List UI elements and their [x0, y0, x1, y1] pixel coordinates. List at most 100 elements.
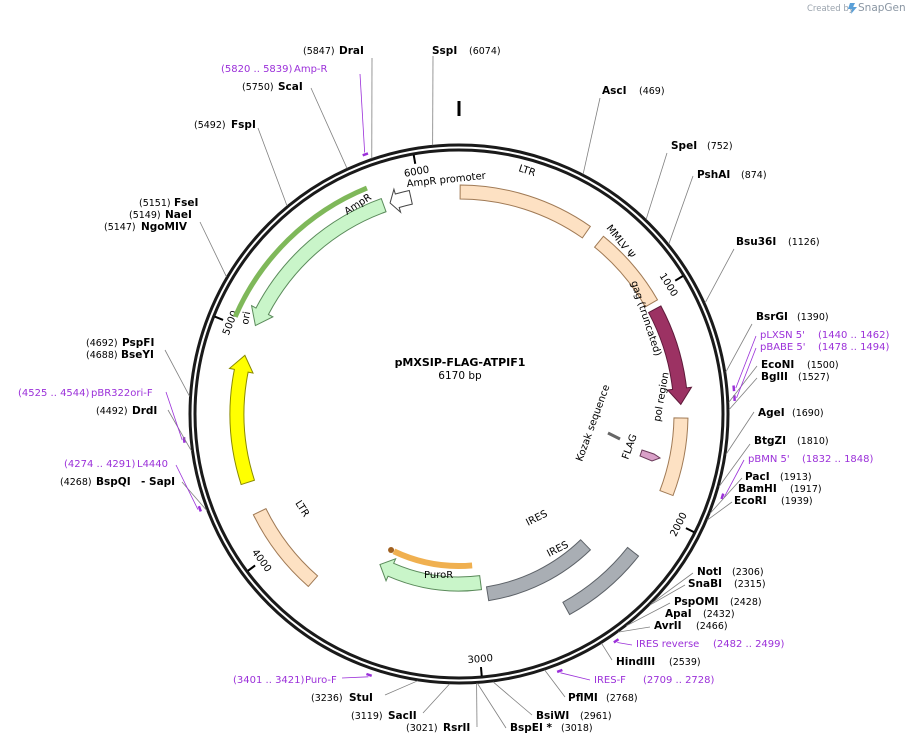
leader-line	[492, 681, 533, 716]
enzyme-name: EcoRI	[734, 495, 767, 507]
enzyme-drdi[interactable]: (4492) DrdI	[96, 405, 157, 417]
flag-label: FLAG	[620, 433, 639, 461]
enzyme-pos: (2315)	[734, 579, 766, 590]
leader-line	[310, 87, 348, 169]
primer-range: (5820 .. 5839)	[221, 64, 293, 75]
primer-marks-layer	[182, 152, 736, 678]
enzyme-name: EcoNI	[761, 359, 794, 371]
enzyme-pos: (5151)	[139, 198, 171, 209]
feature-arc-puror[interactable]	[379, 557, 483, 592]
kozak-mark	[607, 431, 621, 441]
tick-label: 1000	[657, 271, 680, 298]
primer-ires-reverse[interactable]: IRES reverse (2482 .. 2499)	[636, 639, 785, 650]
feature-arc-ampr-promoter[interactable]	[389, 187, 413, 214]
enzyme-btgzi[interactable]: BtgZI (1810)	[754, 435, 829, 447]
enzyme-pshai[interactable]: PshAI (874)	[697, 169, 767, 181]
primer-range: (1832 .. 1848)	[802, 454, 874, 465]
enzyme-pos: (3236)	[311, 693, 343, 704]
feature-arc-pol-region[interactable]	[659, 417, 689, 497]
enzyme-name: HindIII	[616, 656, 655, 668]
enzyme-name: BsrGI	[756, 311, 788, 323]
enzyme-pos: (4268)	[60, 477, 92, 488]
primer-mark	[362, 152, 369, 157]
enzyme-drai[interactable]: (5847) DraI	[303, 45, 364, 57]
primer-ires-f[interactable]: IRES-F (2709 .. 2728)	[594, 675, 715, 686]
enzyme-bsrgi[interactable]: BsrGI (1390)	[756, 311, 829, 323]
feature-arc-gag-truncated-[interactable]	[647, 305, 693, 406]
primer-l4440[interactable]: (4274 .. 4291) L4440	[64, 459, 168, 470]
enzyme-name: NgoMIV	[141, 221, 188, 233]
primer-puro-f[interactable]: (3401 .. 3421) Puro-F	[233, 675, 337, 686]
primer-leader-line	[723, 459, 745, 498]
tick-mark	[412, 154, 417, 164]
feature-arc-ori[interactable]	[228, 354, 256, 486]
enzyme-ecori[interactable]: EcoRI (1939)	[734, 495, 813, 507]
feature-arc-ltr[interactable]	[252, 507, 319, 588]
enzyme-bsu36i[interactable]: Bsu36I (1126)	[736, 236, 820, 248]
enzyme-bamhi[interactable]: BamHI (1917)	[738, 483, 822, 495]
enzyme-name: DrdI	[132, 405, 157, 417]
plasmid-size: 6170 bp	[438, 370, 482, 382]
enzyme-bseyi[interactable]: (4688) BseYI	[86, 349, 154, 361]
leader-line	[725, 411, 755, 455]
primer-pbabe[interactable]: pBABE 5' (1478 .. 1494)	[760, 342, 890, 353]
primer-amp-r[interactable]: (5820 .. 5839) Amp-R	[221, 64, 328, 75]
enzyme-spei[interactable]: SpeI (752)	[671, 140, 733, 152]
enzyme-apai[interactable]: ApaI (2432)	[665, 608, 735, 620]
primer-leader-line	[617, 642, 633, 646]
plasmid-name: pMXSIP-FLAG-ATPIF1	[395, 356, 526, 369]
enzyme-noti[interactable]: NotI (2306)	[697, 566, 764, 578]
enzyme-econi[interactable]: EcoNI (1500)	[761, 359, 839, 371]
feature-arc-ires[interactable]	[562, 546, 640, 616]
enzyme-pos: (5147)	[104, 222, 136, 233]
enzyme-bsiwi[interactable]: BsiWI (2961)	[536, 710, 612, 722]
enzyme-fsei[interactable]: (5151) FseI	[139, 197, 198, 209]
enzyme-sacii[interactable]: (3119) SacII	[351, 710, 417, 722]
enzyme-bspqi[interactable]: (4268) BspQI - SapI	[60, 476, 175, 488]
enzyme-stui[interactable]: (3236) StuI	[311, 692, 373, 704]
enzyme-pspomi[interactable]: PspOMI (2428)	[674, 596, 762, 608]
leader-line	[257, 127, 288, 206]
enzyme-pos: (4692)	[86, 338, 118, 349]
enzyme-fspi[interactable]: (5492) FspI	[194, 119, 256, 131]
enzyme-bspei[interactable]: BspEI * (3018)	[510, 722, 593, 734]
enzyme-ngomiv[interactable]: (5147) NgoMIV	[104, 221, 188, 233]
enzyme-asci[interactable]: AscI (469)	[602, 85, 665, 97]
primer-mark	[197, 505, 202, 512]
primer-range: (1440 .. 1462)	[818, 330, 890, 341]
leader-line	[728, 377, 758, 411]
enzyme-agei[interactable]: AgeI (1690)	[758, 407, 824, 419]
enzyme-pos: (469)	[639, 86, 665, 97]
enzyme-hindiii[interactable]: HindIII (2539)	[616, 656, 701, 668]
feature-arc-mmlv-[interactable]	[593, 235, 659, 308]
primer-pbr322ori-f[interactable]: (4525 .. 4544) pBR322ori-F	[18, 388, 153, 399]
primer-leader-line	[735, 335, 757, 389]
feature-arc-ires[interactable]	[485, 539, 592, 602]
primer-mark	[720, 493, 725, 500]
enzyme-scai[interactable]: (5750) ScaI	[242, 81, 303, 93]
puror-orf-band	[392, 548, 473, 569]
enzyme-sspi[interactable]: SspI (6074)	[432, 45, 501, 57]
enzyme-pflmi[interactable]: PflMI (2768)	[568, 692, 638, 704]
enzyme-name: AgeI	[758, 407, 785, 419]
enzyme-naei[interactable]: (5149) NaeI	[129, 209, 192, 221]
leader-line	[199, 221, 227, 277]
primer-pbmn[interactable]: pBMN 5' (1832 .. 1848)	[748, 454, 874, 465]
enzyme-avrii[interactable]: AvrII (2466)	[654, 620, 728, 632]
primer-plxsn[interactable]: pLXSN 5' (1440 .. 1462)	[760, 330, 890, 341]
feature-arc-ampr[interactable]	[250, 197, 387, 327]
feature-arc-ltr[interactable]	[459, 184, 592, 239]
feature-label-ltr-2: LTR	[292, 499, 310, 520]
enzyme-pos: (1939)	[781, 496, 813, 507]
feature-label-ori: ori	[240, 311, 253, 326]
enzyme-name: PshAI	[697, 169, 730, 181]
enzyme-rsrii[interactable]: (3021) RsrII	[406, 722, 470, 734]
enzyme-pspfi[interactable]: (4692) PspFI	[86, 337, 154, 349]
enzyme-snabi[interactable]: SnaBI (2315)	[688, 578, 766, 590]
primer-mark	[556, 668, 563, 674]
enzyme-name: PflMI	[568, 692, 598, 704]
leader-line	[582, 97, 601, 175]
enzyme-paci[interactable]: PacI (1913)	[745, 471, 812, 483]
enzyme-bglii[interactable]: BglII (1527)	[761, 371, 830, 383]
